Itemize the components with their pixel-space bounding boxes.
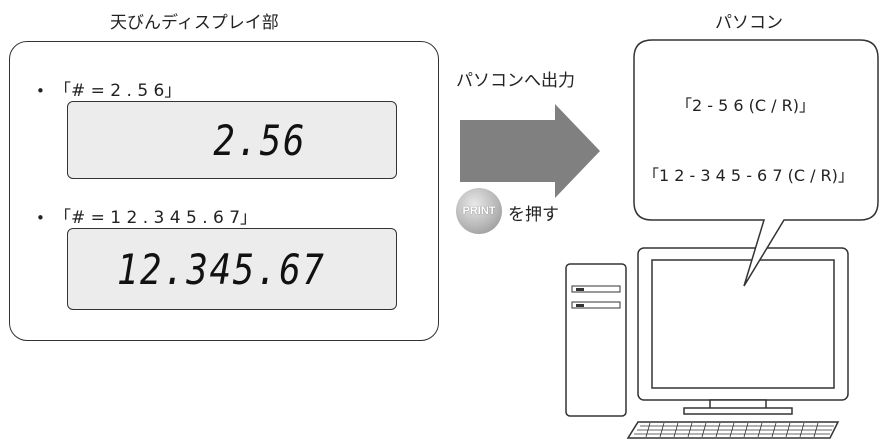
arrow-shape [460, 104, 600, 198]
press-label: を押す [508, 205, 559, 225]
entry-1-text: 「# = 2 . 5 6」 [54, 81, 182, 101]
tower-icon [565, 263, 627, 417]
entry-1-label: •「# = 2 . 5 6」 [36, 81, 182, 101]
lcd-display-1: 2.56 [67, 101, 397, 179]
transfer-arrow [460, 104, 600, 198]
lcd-display-2: 12.345.67 [67, 228, 397, 310]
entry-2-text: 「# = 1 2 . 3 4 5 . 6 7」 [54, 208, 258, 228]
pc-caption: パソコン [715, 13, 783, 33]
print-button-icon: PRINT [456, 188, 502, 234]
balance-display-panel [9, 41, 439, 341]
keyboard-icon [626, 421, 840, 439]
entry-2-label: •「# = 1 2 . 3 4 5 . 6 7」 [36, 208, 258, 228]
lcd-value-1: 2.56 [213, 115, 306, 165]
pc-output-line-1: 「2 - 5 6 (C / R)」 [676, 96, 815, 115]
computer-illustration [565, 39, 879, 439]
transfer-label: パソコンへ出力 [456, 71, 575, 91]
pc-output-line-2: 「1 2 - 3 4 5 - 6 7 (C / R)」 [643, 166, 854, 185]
print-button-label: PRINT [462, 205, 496, 217]
balance-display-caption: 天びんディスプレイ部 [110, 13, 279, 33]
lcd-value-2: 12.345.67 [117, 244, 326, 294]
monitor-icon [637, 247, 849, 415]
speech-bubble [633, 39, 879, 287]
